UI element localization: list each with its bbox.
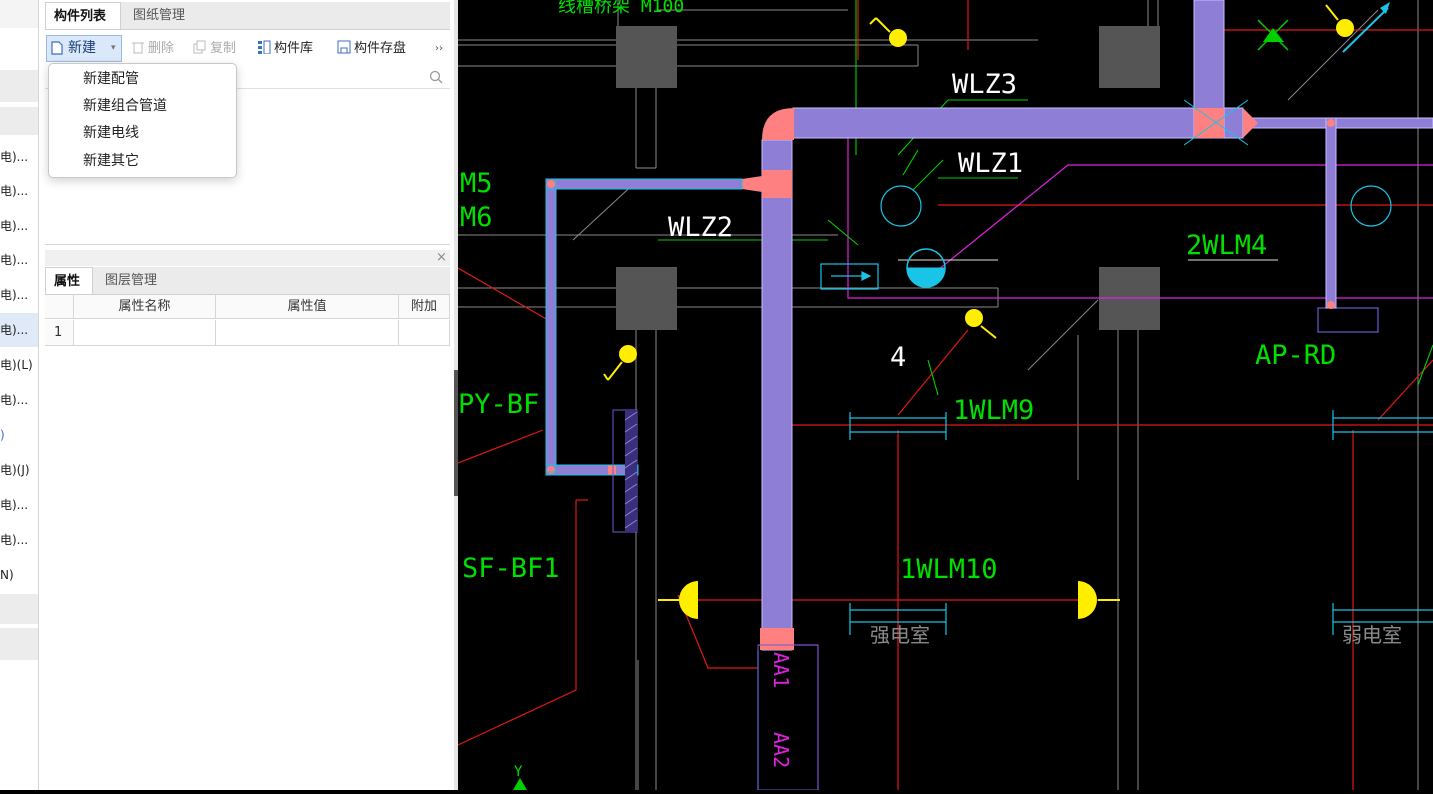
- properties-titlebar: [45, 250, 450, 266]
- table-header-value: 属性值: [216, 295, 399, 319]
- menu-item-new-other[interactable]: 新建其它: [83, 153, 139, 169]
- search-row: [45, 66, 450, 89]
- cad-drawing-canvas[interactable]: 线槽桥架 M100 WLZ3 WLZ1 WLZ2 2WLM4 M5 M6 AP-…: [457, 0, 1433, 791]
- chevron-down-icon[interactable]: ▾: [111, 43, 116, 53]
- yellow-fixtures: [603, 4, 1354, 619]
- label-py-bf: PY-BF: [458, 389, 539, 420]
- tree-item[interactable]: 电)...: [0, 288, 29, 302]
- splitter[interactable]: [454, 0, 458, 790]
- label-wlz1: WLZ1: [958, 148, 1023, 179]
- cad-drawing: 线槽桥架 M100 WLZ3 WLZ1 WLZ2 2WLM4 M5 M6 AP-…: [457, 0, 1433, 791]
- label-number-4: 4: [890, 342, 906, 373]
- component-library-button[interactable]: 构件库: [257, 36, 313, 62]
- tree-item[interactable]: 电)...: [0, 393, 29, 407]
- green-cross: [1257, 19, 1289, 51]
- tree-item[interactable]: 电)...: [0, 253, 29, 267]
- label-m5: M5: [460, 168, 493, 199]
- table-cell-name[interactable]: [74, 320, 216, 346]
- tree-item[interactable]: N): [0, 568, 14, 582]
- tree-group-band: [0, 107, 38, 135]
- tree-item-selected[interactable]: 电)...: [0, 313, 38, 347]
- label-ap-rd: AP-RD: [1255, 340, 1336, 371]
- menu-item-new-conduit[interactable]: 新建配管: [83, 71, 139, 87]
- label-room-strong: 强电室: [870, 623, 930, 647]
- label-aa1: AA1: [769, 652, 793, 688]
- splitter-handle[interactable]: [454, 370, 458, 496]
- library-label: 构件库: [274, 41, 314, 56]
- tree-group-band: [0, 594, 38, 624]
- label-room-weak: 弱电室: [1342, 623, 1402, 647]
- table-cell-extra[interactable]: [399, 320, 450, 346]
- new-file-icon: [51, 41, 63, 55]
- delete-button[interactable]: 删除: [131, 36, 174, 62]
- component-save-button[interactable]: 构件存盘: [337, 36, 406, 62]
- cad-labels: 线槽桥架 M100 WLZ3 WLZ1 WLZ2 2WLM4 M5 M6 AP-…: [458, 0, 1402, 780]
- label-1wlm9: 1WLM9: [953, 395, 1034, 426]
- label-top-partial: 线槽桥架 M100: [558, 0, 684, 17]
- distribution-panel: [612, 409, 638, 533]
- top-tab-bar: 构件列表 图纸管理: [45, 2, 450, 30]
- library-icon: [257, 38, 271, 55]
- label-2wlm4: 2WLM4: [1186, 230, 1267, 261]
- tree-item[interactable]: 电)...: [0, 184, 29, 198]
- label-sf-bf1: SF-BF1: [462, 553, 560, 584]
- more-tools-button[interactable]: ››: [435, 43, 443, 54]
- cable-tray: [545, 0, 1433, 651]
- tree-item[interactable]: ): [0, 428, 5, 442]
- duct-cyan-edges: [545, 99, 1249, 476]
- new-button-label: 新建: [68, 40, 96, 56]
- bottom-tab-bar: 属性 图层管理: [45, 267, 450, 295]
- label-1wlm10: 1WLM10: [900, 554, 998, 585]
- table-header-index: [45, 295, 74, 319]
- label-wlz3: WLZ3: [952, 69, 1017, 100]
- close-icon[interactable]: ×: [436, 250, 447, 265]
- label-m6: M6: [460, 202, 493, 233]
- structural-columns: [616, 26, 1160, 330]
- tree-item[interactable]: 电)...: [0, 150, 29, 164]
- save-label: 构件存盘: [354, 41, 407, 56]
- cyan-arrow: [1342, 7, 1389, 53]
- socket-symbol: [906, 248, 946, 288]
- copy-icon: [193, 38, 207, 54]
- delete-label: 删除: [148, 41, 175, 56]
- tree-header: [0, 0, 38, 28]
- copy-button[interactable]: 复制: [193, 36, 236, 62]
- tab-component-list[interactable]: 构件列表: [45, 2, 121, 29]
- save-icon: [337, 38, 351, 54]
- trash-icon: [131, 38, 145, 54]
- tree-group-band: [0, 70, 38, 102]
- cyan-arrow-head: [1380, 2, 1390, 14]
- tree-group-band: [0, 628, 38, 660]
- menu-item-new-combined-pipe[interactable]: 新建组合管道: [83, 98, 167, 114]
- label-aa2: AA2: [769, 732, 793, 768]
- label-wlz2: WLZ2: [668, 212, 733, 243]
- tree-item[interactable]: 电)...: [0, 219, 29, 233]
- new-button[interactable]: 新建 ▾: [46, 35, 122, 62]
- tree-item[interactable]: 电)(J): [0, 463, 30, 477]
- table-header-name: 属性名称: [74, 295, 216, 319]
- tab-drawing-management[interactable]: 图纸管理: [133, 8, 186, 23]
- tree-item[interactable]: 电)...: [0, 533, 29, 547]
- left-component-tree: 电)... 电)... 电)... 电)... 电)... 电)... 电)(L…: [0, 0, 39, 790]
- copy-label: 复制: [210, 41, 237, 56]
- label-y-axis: Y: [514, 764, 523, 780]
- tab-layer-management[interactable]: 图层管理: [105, 273, 158, 288]
- table-cell-value[interactable]: [216, 320, 399, 346]
- new-dropdown-menu: 新建配管 新建组合管道 新建电线 新建其它: [48, 63, 237, 178]
- tree-item[interactable]: 电)...: [0, 498, 29, 512]
- component-panel: 构件列表 图纸管理 新建 ▾ 删除 复制 构件库 构件存盘 ›› × 属性 图层…: [39, 0, 454, 790]
- table-header-extra: 附加: [399, 295, 450, 319]
- y-axis-arrow: [513, 778, 527, 790]
- table-row-index: 1: [45, 320, 74, 346]
- tree-item[interactable]: 电)(L): [0, 358, 33, 372]
- menu-item-new-wire[interactable]: 新建电线: [83, 125, 139, 141]
- tab-properties[interactable]: 属性: [45, 267, 93, 294]
- search-icon[interactable]: [429, 70, 443, 84]
